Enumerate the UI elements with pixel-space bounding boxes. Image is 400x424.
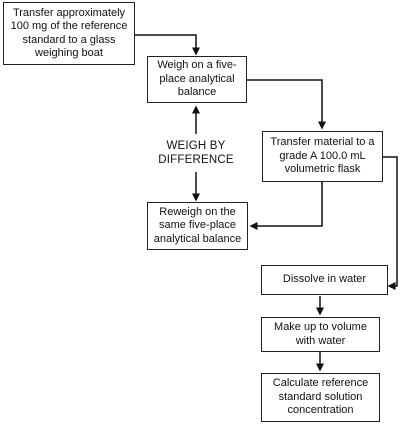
- step-calculate-text: Calculate reference standard solution co…: [272, 377, 369, 417]
- arrow-weigh-to-flask: [246, 79, 326, 130]
- step-dissolve-text: Dissolve in water: [282, 273, 367, 286]
- step-reweigh-text: Reweigh on the same five-place analytica…: [153, 205, 242, 245]
- step-dissolve-box: Dissolve in water: [261, 265, 388, 295]
- step-calculate-box: Calculate reference standard solution co…: [261, 373, 380, 422]
- arrow-flask-to-reweigh: [249, 182, 323, 230]
- arrow-flask-to-dissolve: [382, 156, 398, 290]
- step-make-up-text: Make up to volume with water: [274, 321, 367, 347]
- step-transfer-standard-box: Transfer approximately 100 mg of the ref…: [3, 2, 135, 65]
- step-transfer-standard-text: Transfer approximately 100 mg of the ref…: [10, 6, 128, 60]
- step-weigh-balance-box: Weigh on a five-place analytical balance: [147, 56, 247, 103]
- weigh-by-difference-label: WEIGH BY DIFFERENCE: [158, 140, 234, 166]
- step-make-up-box: Make up to volume with water: [261, 317, 380, 352]
- step-reweigh-box: Reweigh on the same five-place analytica…: [147, 202, 248, 250]
- step-transfer-flask-text: Transfer material to a grade A 100.0 mL …: [270, 136, 375, 176]
- step-weigh-balance-text: Weigh on a five-place analytical balance: [157, 59, 237, 99]
- arrow-transfer-to-weigh: [134, 34, 200, 56]
- step-transfer-flask-box: Transfer material to a grade A 100.0 mL …: [262, 131, 383, 182]
